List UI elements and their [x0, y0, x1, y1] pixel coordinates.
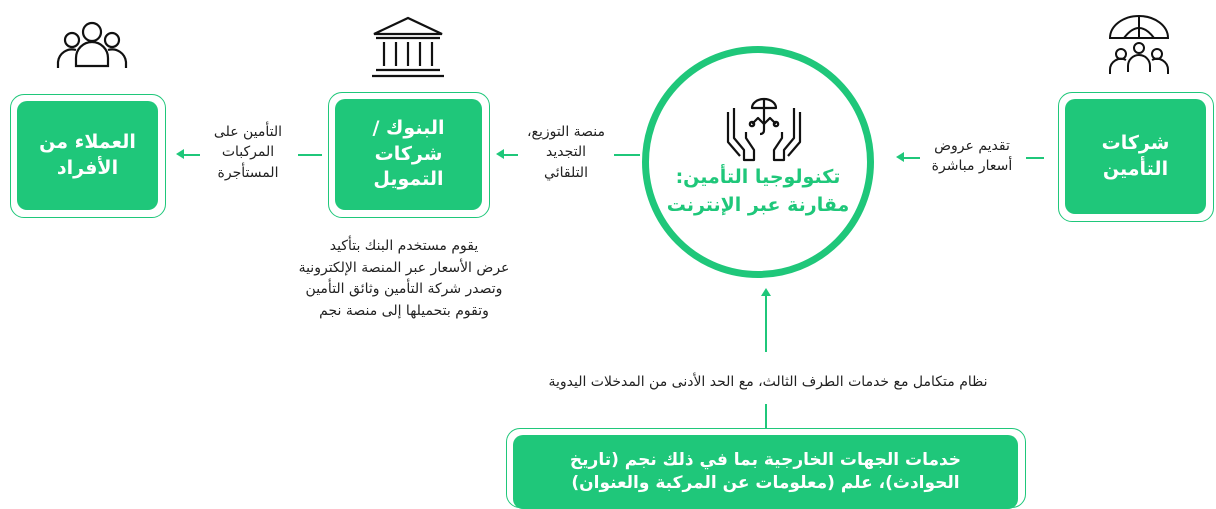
label-line: المركبات	[221, 144, 275, 161]
integration-note: نظام متكامل مع خدمات الطرف الثالث، مع ال…	[548, 374, 988, 390]
external-services-box: خدمات الجهات الخارجية بما في ذلك نجم (تا…	[513, 435, 1018, 509]
note-line: يقوم مستخدم البنك بتأكيد	[329, 238, 479, 254]
connector-line	[614, 154, 640, 156]
arrow-head	[896, 152, 904, 162]
insurers-to-platform-label: تقديم عروض أسعار مباشرة	[920, 136, 1024, 177]
insurtech-title: تكنولوجيا التأمين:	[675, 166, 841, 188]
insurtech-circle	[642, 46, 874, 278]
connector-line	[1026, 157, 1044, 159]
customers-box: العملاء من الأفراد	[17, 101, 158, 210]
people-group-icon	[56, 21, 128, 68]
bank-building-icon	[372, 16, 444, 78]
banks-note: يقوم مستخدم البنك بتأكيد عرض الأسعار عبر…	[236, 236, 572, 323]
label-line: تقديم عروض	[934, 138, 1010, 154]
connector-line	[184, 154, 200, 156]
label-line: أسعار مباشرة	[931, 158, 1013, 175]
label-line: التأمين على	[213, 124, 283, 140]
arrow-head	[496, 149, 504, 159]
banks-box: البنوك / شركات التمويل	[335, 99, 482, 210]
banks-to-customers-label: التأمين على المركبات المستأجرة	[196, 122, 300, 183]
platform-to-banks-label: منصة التوزيع، التجديد التلقائي	[514, 122, 618, 183]
arrow-head	[761, 288, 771, 296]
insurtech-subtitle: مقارنة عبر الإنترنت	[666, 194, 850, 216]
connector-line	[298, 154, 322, 156]
insurers-box-frame: شركات التأمين	[1058, 92, 1214, 222]
note-line: وتقوم بتحميلها إلى منصة نجم	[319, 303, 489, 320]
label-line: المستأجرة	[217, 164, 279, 181]
insurers-box: شركات التأمين	[1065, 99, 1206, 214]
umbrella-people-icon	[1108, 15, 1170, 74]
connector-line	[765, 296, 767, 352]
connector-line	[765, 404, 767, 430]
external-services-box-frame: خدمات الجهات الخارجية بما في ذلك نجم (تا…	[506, 428, 1026, 509]
label-line: التلقائي	[544, 164, 588, 181]
customers-box-frame: العملاء من الأفراد	[10, 94, 166, 218]
note-line: عرض الأسعار عبر المنصة الإلكترونية	[298, 259, 510, 276]
banks-box-frame: البنوك / شركات التمويل	[328, 92, 490, 218]
connector-line	[904, 157, 920, 159]
label-line: منصة التوزيع،	[526, 124, 606, 140]
connector-line	[504, 154, 518, 156]
arrow-head	[176, 149, 184, 159]
umbrella-hands-icon	[726, 97, 802, 162]
label-line: التجديد	[545, 144, 586, 161]
note-line: وتصدر شركة التأمين وثائق التأمين	[305, 281, 503, 298]
